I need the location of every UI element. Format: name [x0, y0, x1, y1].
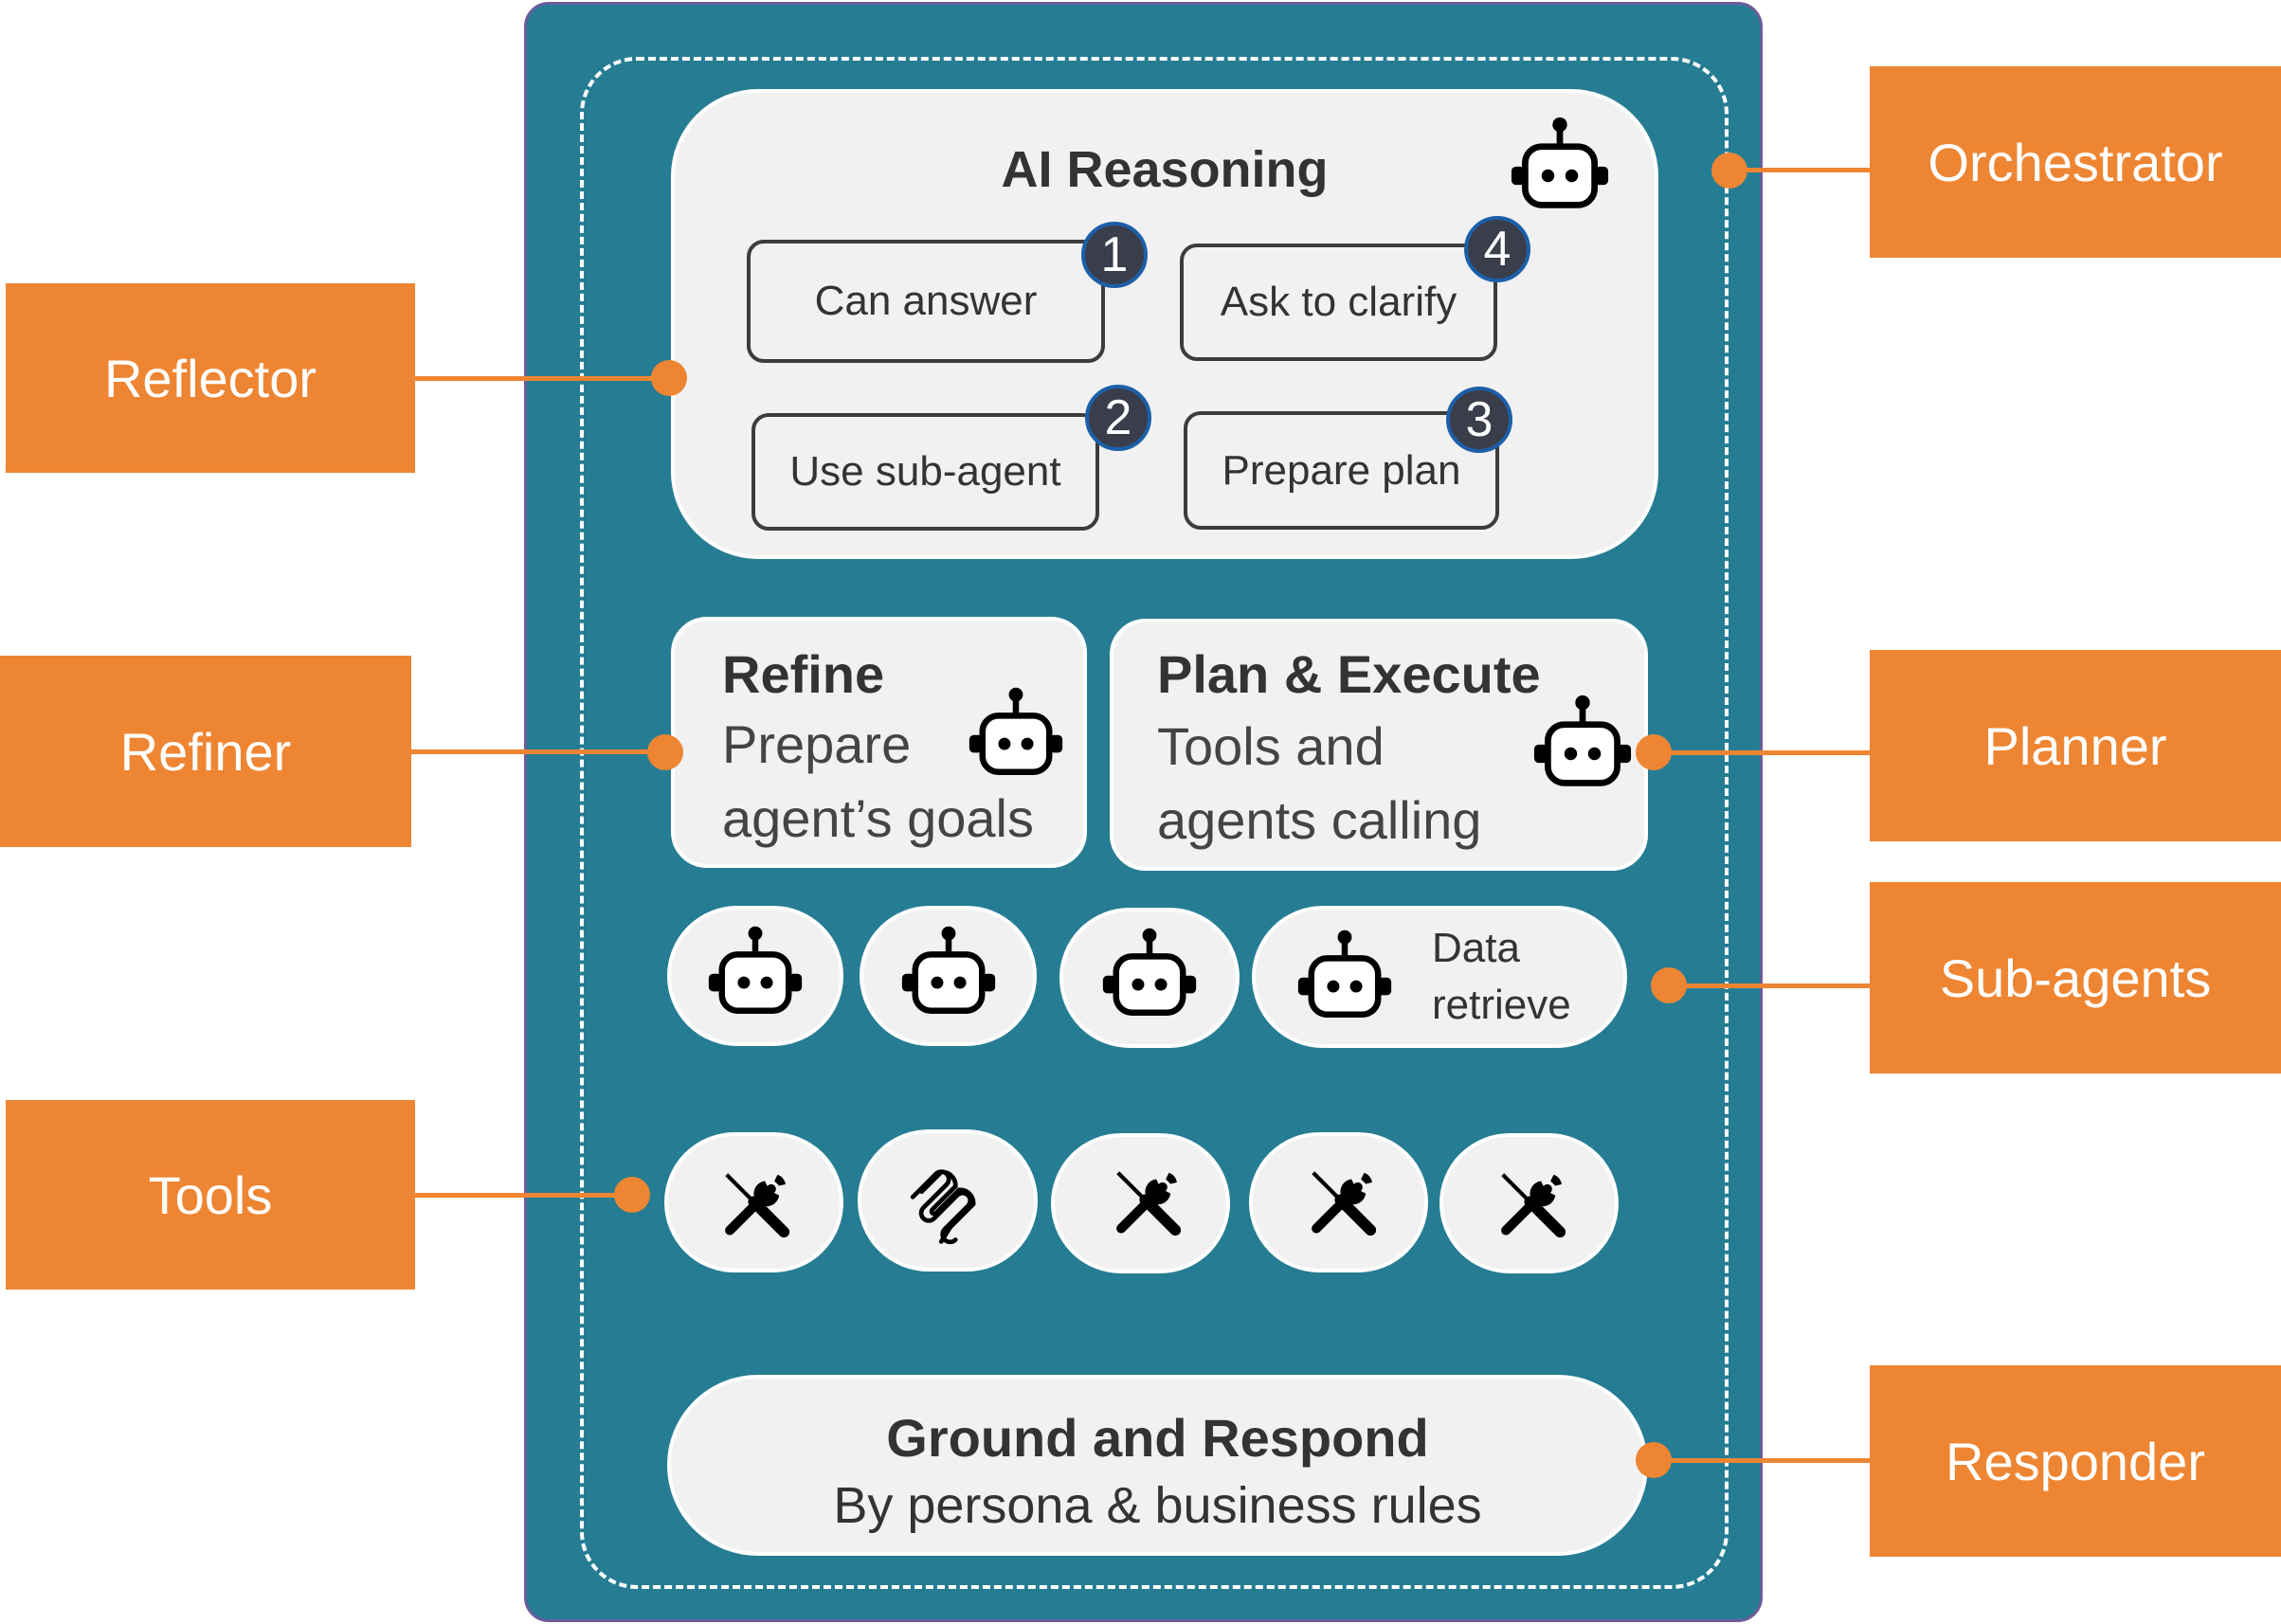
- option-label: Can answer: [814, 278, 1038, 324]
- reflector-connector-dot: [651, 360, 687, 396]
- ai-reasoning-title: AI Reasoning: [1001, 141, 1329, 198]
- option-ask-to-clarify: Ask to clarify: [1180, 244, 1497, 361]
- option-can-answer: Can answer: [747, 240, 1105, 363]
- sub-agents-label: Sub-agents: [1870, 882, 2281, 1074]
- plan-line-1: Tools and: [1157, 716, 1385, 776]
- refiner-label: Refiner: [0, 656, 411, 847]
- respond-subtitle: By persona & business rules: [833, 1477, 1482, 1534]
- robot-icon: [1292, 927, 1398, 1023]
- tools-connector-dot: [614, 1177, 650, 1213]
- sub-agent-label-line-2: retrieve: [1432, 982, 1571, 1028]
- planner-connector-dot: [1636, 734, 1672, 770]
- robot-icon: [1505, 114, 1615, 214]
- option-prepare-plan: Prepare plan: [1184, 411, 1499, 530]
- responder-connector: [1654, 1458, 1872, 1463]
- planner-connector: [1654, 750, 1872, 755]
- reflector-connector: [415, 376, 671, 381]
- orchestrator-connector: [1728, 168, 1872, 172]
- wrench-screwdriver-icon: [1107, 1162, 1186, 1241]
- step-badge-3: 3: [1446, 387, 1512, 453]
- ground-respond-panel: Ground and Respond By persona & business…: [667, 1375, 1648, 1556]
- sub-agent-label-line-1: Data: [1432, 925, 1520, 971]
- responder-connector-dot: [1636, 1442, 1672, 1478]
- refiner-connector-dot: [647, 734, 683, 770]
- responder-label: Responder: [1870, 1365, 2281, 1557]
- respond-title: Ground and Respond: [886, 1408, 1429, 1468]
- plan-execute-panel: Plan & Execute Tools and agents calling: [1110, 619, 1648, 871]
- option-label: Use sub-agent: [789, 448, 1061, 495]
- sub-agents-connector: [1668, 983, 1872, 988]
- tools-connector: [415, 1193, 633, 1198]
- wrench-screwdriver-icon: [715, 1164, 795, 1243]
- orchestrator-boundary: [580, 57, 1729, 1589]
- step-badge-1: 1: [1081, 222, 1148, 288]
- robot-icon: [896, 923, 1002, 1020]
- refine-title: Refine: [722, 644, 885, 704]
- option-label: Ask to clarify: [1220, 279, 1457, 325]
- option-use-sub-agent: Use sub-agent: [751, 413, 1099, 531]
- sub-agents-connector-dot: [1651, 967, 1687, 1003]
- step-badge-2: 2: [1085, 385, 1151, 451]
- robot-icon: [963, 684, 1069, 781]
- wrench-screwdriver-icon: [1302, 1162, 1382, 1241]
- refiner-connector: [411, 749, 667, 754]
- plan-line-2: agents calling: [1157, 790, 1482, 850]
- wrench-screwdriver-icon: [1492, 1164, 1571, 1243]
- planner-label: Planner: [1870, 650, 2281, 841]
- reflector-label: Reflector: [6, 283, 415, 473]
- refine-line-1: Prepare: [722, 714, 912, 774]
- robot-icon: [702, 923, 808, 1020]
- option-label: Prepare plan: [1222, 446, 1461, 494]
- orchestrator-label: Orchestrator: [1870, 66, 2281, 258]
- robot-icon: [1528, 692, 1638, 792]
- orchestrator-connector-dot: [1711, 153, 1747, 189]
- refine-line-2: agent’s goals: [722, 788, 1034, 848]
- robot-icon: [1096, 925, 1203, 1021]
- tools-label: Tools: [6, 1100, 415, 1290]
- step-badge-4: 4: [1464, 216, 1530, 282]
- coil-icon: [900, 1158, 989, 1247]
- plan-title: Plan & Execute: [1157, 644, 1541, 704]
